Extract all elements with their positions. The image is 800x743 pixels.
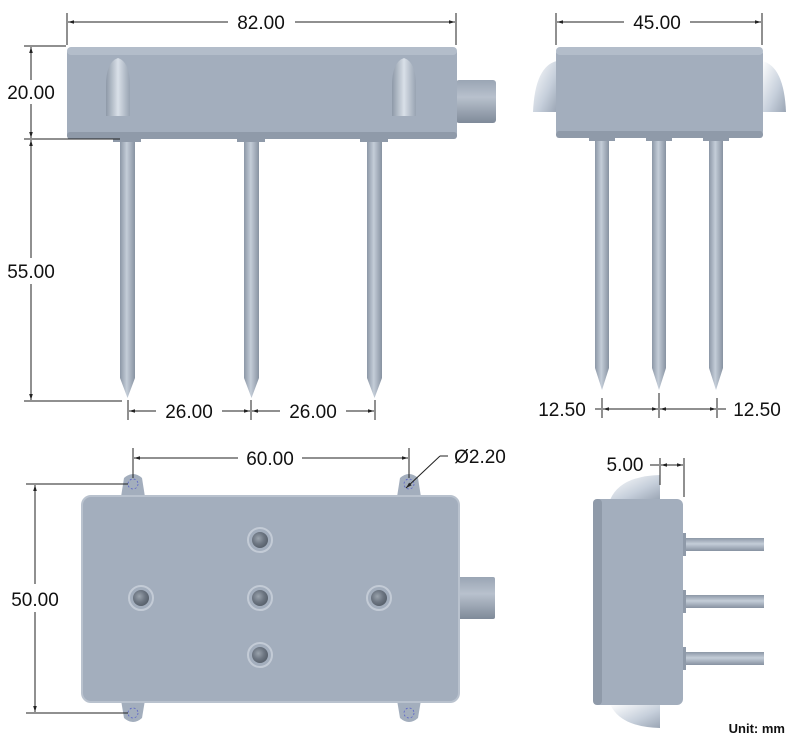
front-view: 82.00 20.00 55.00 26.00 26.00 xyxy=(7,13,496,423)
front-probes xyxy=(113,138,388,398)
boss xyxy=(247,642,273,668)
probe-collar xyxy=(681,647,686,670)
dim-mount-hole-spacing: 60.00 xyxy=(246,449,294,470)
mount-tab xyxy=(121,700,145,722)
probe xyxy=(684,538,764,551)
probe xyxy=(684,595,764,608)
housing-bottom-edge xyxy=(67,132,457,139)
dim-probe-length: 55.00 xyxy=(7,262,55,283)
boss xyxy=(128,585,154,611)
housing-lid-edge xyxy=(67,47,457,55)
mount-tab-profile xyxy=(392,58,416,116)
probe-collar xyxy=(681,533,686,556)
mount-tab-profile xyxy=(106,58,130,116)
mount-hole-icon xyxy=(127,707,139,719)
cable-connector xyxy=(458,577,495,619)
probe-collar xyxy=(589,136,615,141)
dim-side-spacing-left: 12.50 xyxy=(538,400,586,421)
dim-flange-offset: 5.00 xyxy=(607,455,644,476)
probe-collar xyxy=(703,136,729,141)
flange-bottom xyxy=(610,704,660,728)
housing-bottom-edge xyxy=(556,131,763,138)
mount-tab xyxy=(121,474,145,497)
probe xyxy=(244,140,259,398)
probe-collar xyxy=(681,590,686,613)
boss xyxy=(247,527,273,553)
probe-collar xyxy=(237,138,265,142)
mount-hole-icon xyxy=(403,707,415,719)
dim-body-height: 20.00 xyxy=(7,83,55,104)
end-probes xyxy=(681,533,764,670)
probe xyxy=(684,652,764,665)
side-view: 45.00 12.50 12.50 xyxy=(533,13,786,421)
probe xyxy=(652,140,666,390)
dim-body-depth: 50.00 xyxy=(11,590,59,611)
side-probes xyxy=(589,136,729,390)
flange-right xyxy=(762,61,786,112)
dim-overall-width: 82.00 xyxy=(237,13,285,34)
housing-side-edge xyxy=(593,499,602,705)
flange-top xyxy=(610,475,660,500)
probe xyxy=(367,140,382,398)
top-view: 60.00 Ø2.20 50.00 xyxy=(11,447,506,722)
housing xyxy=(82,496,459,702)
flange-left xyxy=(533,61,557,112)
housing xyxy=(556,47,763,138)
housing-lid-edge xyxy=(556,47,763,55)
boss xyxy=(366,585,392,611)
mount-hole-icon xyxy=(127,478,139,490)
probe xyxy=(120,140,135,398)
mount-tab xyxy=(397,700,421,722)
housing xyxy=(593,499,683,705)
unit-label: Unit: mm xyxy=(729,721,785,736)
dim-side-spacing-right: 12.50 xyxy=(733,400,781,421)
mount-hole-icon xyxy=(403,478,415,490)
housing-outline xyxy=(81,495,460,703)
probe-collar xyxy=(113,138,141,142)
probe xyxy=(595,140,609,390)
dim-side-width: 45.00 xyxy=(633,13,681,34)
end-view: 5.00 xyxy=(593,455,764,728)
probe-collar xyxy=(646,136,672,141)
housing xyxy=(67,47,457,139)
boss xyxy=(247,585,273,611)
dim-probe-spacing-right: 26.00 xyxy=(289,402,337,423)
probe-collar xyxy=(360,138,388,142)
cable-connector xyxy=(456,80,496,123)
dim-mount-hole-diameter: Ø2.20 xyxy=(454,447,506,468)
dim-probe-spacing-left: 26.00 xyxy=(165,402,213,423)
probe xyxy=(709,140,723,390)
